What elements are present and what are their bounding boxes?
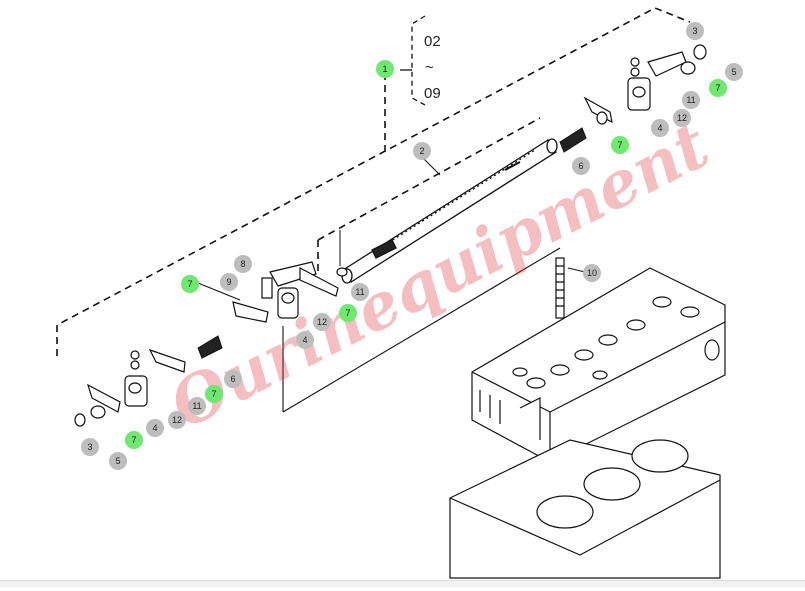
callout-marker[interactable]	[351, 283, 369, 301]
bottom-border	[0, 580, 805, 587]
range-bracket	[400, 15, 426, 106]
callout-7[interactable]: 7	[339, 304, 357, 322]
callout-5[interactable]: 5	[109, 452, 127, 470]
callout-12[interactable]: 12	[673, 109, 691, 127]
callout-number: 11	[192, 401, 201, 411]
callout-marker[interactable]	[413, 142, 431, 160]
callout-2[interactable]: 2	[413, 142, 431, 160]
callout-6[interactable]: 6	[572, 157, 590, 175]
callout-number: 7	[131, 435, 136, 445]
callout-marker[interactable]	[709, 79, 727, 97]
callout-marker[interactable]	[313, 313, 331, 331]
callout-7[interactable]: 7	[709, 79, 727, 97]
callout-number: 12	[677, 113, 687, 123]
callout-marker[interactable]	[181, 275, 199, 293]
callout-4[interactable]: 4	[651, 119, 669, 137]
rocker-arm-group-right	[583, 44, 707, 125]
callout-marker[interactable]	[686, 22, 704, 40]
callout-7[interactable]: 7	[205, 385, 223, 403]
callout-number: 8	[240, 259, 245, 269]
callout-number: 7	[187, 279, 192, 289]
callout-marker[interactable]	[168, 411, 186, 429]
callout-number: 4	[302, 335, 307, 345]
callout-number: 12	[317, 317, 327, 327]
callout-11[interactable]: 11	[188, 397, 206, 415]
callout-7[interactable]: 7	[125, 431, 143, 449]
callout-number: 11	[686, 95, 695, 105]
callout-marker[interactable]	[234, 255, 252, 273]
spring-right	[559, 127, 587, 153]
callout-1[interactable]: 1	[376, 60, 394, 78]
cylinder-head	[471, 267, 726, 463]
callout-number: 4	[152, 423, 157, 433]
callout-marker[interactable]	[339, 304, 357, 322]
callout-11[interactable]: 11	[682, 91, 700, 109]
callout-marker[interactable]	[109, 452, 127, 470]
callout-9[interactable]: 9	[220, 273, 238, 291]
callout-3[interactable]: 3	[686, 22, 704, 40]
callout-5[interactable]: 5	[725, 63, 743, 81]
rocker-arm-group-center	[232, 230, 348, 323]
callout-11[interactable]: 11	[351, 283, 369, 301]
range-start: 02	[424, 33, 441, 50]
callout-4[interactable]: 4	[296, 331, 314, 349]
callout-marker[interactable]	[81, 438, 99, 456]
callout-marker[interactable]	[220, 273, 238, 291]
callout-number: 7	[211, 389, 216, 399]
engine-block	[449, 439, 721, 579]
callout-marker[interactable]	[682, 91, 700, 109]
callout-12[interactable]: 12	[168, 411, 186, 429]
callout-12[interactable]: 12	[313, 313, 331, 331]
callout-number: 3	[87, 442, 92, 452]
callout-number: 11	[355, 287, 364, 297]
callout-marker[interactable]	[296, 331, 314, 349]
callout-number: 2	[419, 146, 424, 156]
callout-4[interactable]: 4	[146, 419, 164, 437]
callout-7[interactable]: 7	[611, 136, 629, 154]
lower-frame	[282, 247, 561, 413]
callout-number: 6	[578, 161, 583, 171]
callout-number: 7	[715, 83, 720, 93]
callout-number: 7	[345, 308, 350, 318]
callout-number: 5	[115, 456, 120, 466]
callout-marker[interactable]	[125, 431, 143, 449]
leader-lines	[197, 156, 586, 301]
callout-marker[interactable]	[376, 60, 394, 78]
range-end: 09	[424, 85, 441, 102]
callout-8[interactable]: 8	[234, 255, 252, 273]
callout-marker[interactable]	[224, 370, 242, 388]
stud-bolt	[555, 257, 565, 319]
callout-10[interactable]: 10	[583, 264, 601, 282]
callout-number: 4	[657, 123, 662, 133]
callout-7[interactable]: 7	[181, 275, 199, 293]
callout-number: 9	[226, 277, 231, 287]
callout-number: 12	[172, 415, 182, 425]
callout-6[interactable]: 6	[224, 370, 242, 388]
callout-number: 7	[617, 140, 622, 150]
rocker-arm-group-left	[74, 348, 186, 427]
rocker-shaft	[341, 138, 558, 284]
callout-marker[interactable]	[583, 264, 601, 282]
callout-marker[interactable]	[673, 109, 691, 127]
callout-marker[interactable]	[572, 157, 590, 175]
callout-number: 3	[692, 26, 697, 36]
callout-number: 5	[731, 67, 736, 77]
callout-3[interactable]: 3	[81, 438, 99, 456]
range-wave: ~	[425, 59, 434, 76]
callout-marker[interactable]	[146, 419, 164, 437]
spring-left	[197, 335, 223, 359]
callout-number: 6	[230, 374, 235, 384]
callout-marker[interactable]	[725, 63, 743, 81]
callout-marker[interactable]	[188, 397, 206, 415]
callout-number: 10	[587, 268, 597, 278]
callout-marker[interactable]	[611, 136, 629, 154]
callout-marker[interactable]	[205, 385, 223, 403]
callout-marker[interactable]	[651, 119, 669, 137]
callout-number: 1	[382, 64, 387, 74]
